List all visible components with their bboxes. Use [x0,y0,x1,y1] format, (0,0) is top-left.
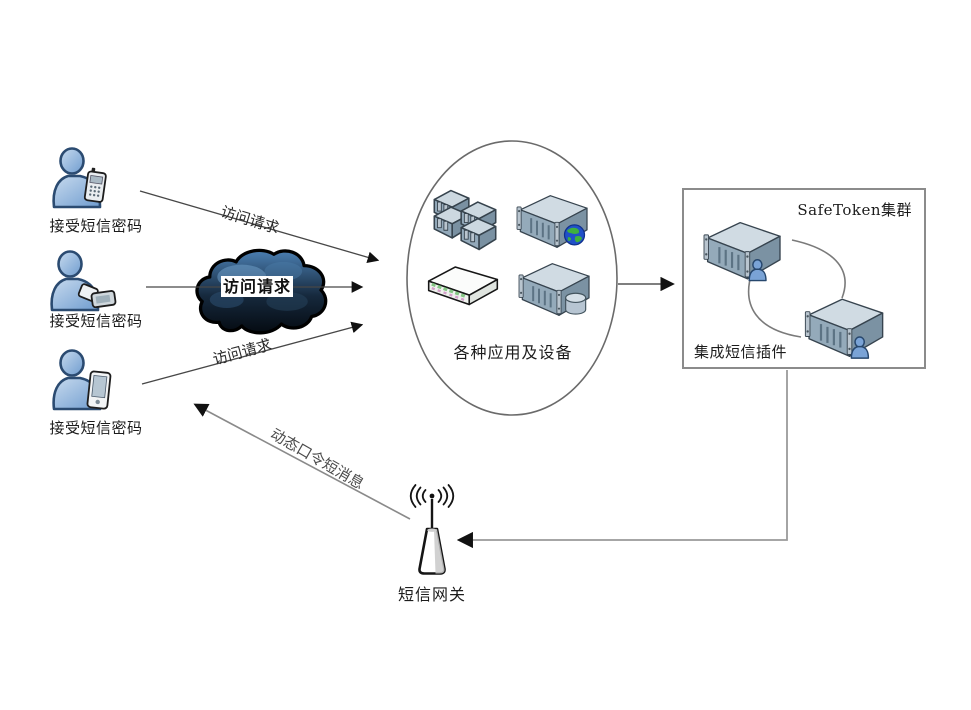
cluster-to-gateway-line [456,370,788,549]
sms-gateway-label: 短信网关 [397,585,466,604]
access-request-arrow-bottom [141,321,364,385]
sms-server-icon [702,221,782,282]
sms-plugin-label: 集成短信插件 [694,343,788,361]
user-with-mobile-phone-icon [52,147,108,209]
access-request-label-middle: 访问请求 [221,276,293,297]
access-request-arrow-top [139,190,380,264]
web-server-icon [516,194,588,249]
antenna-icon [409,483,455,575]
database-server-icon [518,262,590,317]
cluster-cycle-arc-right [791,239,846,299]
cluster-cycle-arc-left [747,271,802,338]
router-icon [427,265,499,307]
gateway-to-user-arrow [193,403,411,520]
user-label: 接受短信密码 [49,217,143,235]
server-stack-icon [428,188,502,252]
safetoken-cluster-box [682,188,926,369]
user-label: 接受短信密码 [49,312,143,330]
user-label: 接受短信密码 [49,419,143,437]
apps-ellipse-label: 各种应用及设备 [453,343,573,362]
user-with-pda-icon [52,349,112,411]
user-with-flip-phone-icon [50,250,117,312]
cluster-title: SafeToken集群 [797,201,912,219]
